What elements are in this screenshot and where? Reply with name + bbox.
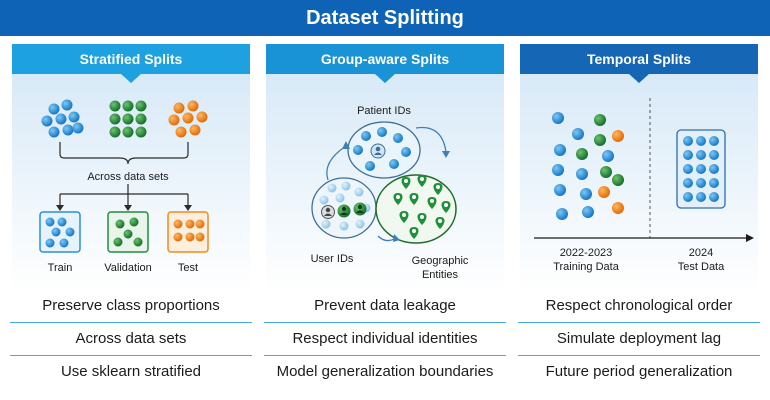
bullet-item: Simulate deployment lag [518,323,760,356]
validation-box [107,211,149,253]
across-label: Across data sets [87,171,169,183]
training-points [552,112,624,220]
test-point [709,136,719,146]
bullet-item: Use sklearn stratified [60,363,202,380]
group-aware-bullets: Prevent data leakage Respect individual … [264,290,506,388]
test-point [709,150,719,160]
train-label: Train [48,262,73,274]
stratified-bullets: Preserve class proportions Across data s… [10,290,252,388]
test-point [683,164,693,174]
test-year-label: 2024 [689,247,713,259]
group-aware-diagram: Patient IDs [311,105,469,281]
test-point [683,150,693,160]
train-box [39,211,81,253]
bullet-item: Respect individual identities [264,323,506,356]
group-aware-panel: Group-aware Splits Patient IDs [266,44,504,294]
header-pointer [375,74,395,83]
patient-group [347,121,421,179]
user-avatar-icon [321,205,335,219]
test-box [167,211,209,253]
test-point [696,178,706,188]
orange-cluster [168,100,208,138]
test-point [709,192,719,202]
panel-bg [266,72,504,294]
merge-bracket [59,142,189,165]
test-data-box [676,129,726,209]
location-pin-icons [393,175,451,239]
page-title: Dataset Splitting [0,0,770,36]
train-years-label: 2022-2023 [560,247,613,259]
flow-arrow-heads [342,141,450,242]
temporal-diagram: 2022-2023 Training Data 2024 Test Data [534,98,754,273]
bullet-item: Preserve class proportions [10,290,252,323]
bullet-item: Model generalization boundaries [276,363,494,380]
green-cluster [109,100,147,138]
geographic-label: Geographic [412,255,469,267]
entities-label: Entities [422,269,459,281]
user-ids-label: User IDs [311,253,354,265]
header-pointer [629,74,649,83]
test-point [709,178,719,188]
timeline-arrow-icon [746,234,754,242]
user-avatar-icon [337,204,351,218]
arrow-heads [56,205,192,211]
blue-cluster [41,99,84,138]
bullet-item: Future period generalization [545,363,733,380]
test-point [696,150,706,160]
stratified-diagram: Across data sets Train Validation Tes [39,99,209,274]
validation-label: Validation [104,262,152,274]
temporal-bullets: Respect chronological order Simulate dep… [518,290,760,388]
test-point [683,136,693,146]
bullet-item: Respect chronological order [518,290,760,323]
test-point [696,164,706,174]
test-point [696,136,706,146]
user-group [311,177,377,239]
temporal-header: Temporal Splits [520,44,758,74]
bullet-item: Prevent data leakage [264,290,506,323]
test-point [683,178,693,188]
stratified-panel: Stratified Splits Across data sets [12,44,250,294]
test-data-label: Test Data [678,261,725,273]
patient-ids-label: Patient IDs [357,105,411,117]
test-point [696,192,706,202]
group-aware-header: Group-aware Splits [266,44,504,74]
bullet-item: Across data sets [10,323,252,356]
test-label: Test [178,262,198,274]
training-data-label: Training Data [553,261,620,273]
test-point [683,192,693,202]
temporal-panel: Temporal Splits 2022-2023 [520,44,758,294]
test-point [709,164,719,174]
user-avatar-icon [353,202,367,216]
split-arrows [59,184,189,206]
header-pointer [121,74,141,83]
stratified-header: Stratified Splits [12,44,250,74]
